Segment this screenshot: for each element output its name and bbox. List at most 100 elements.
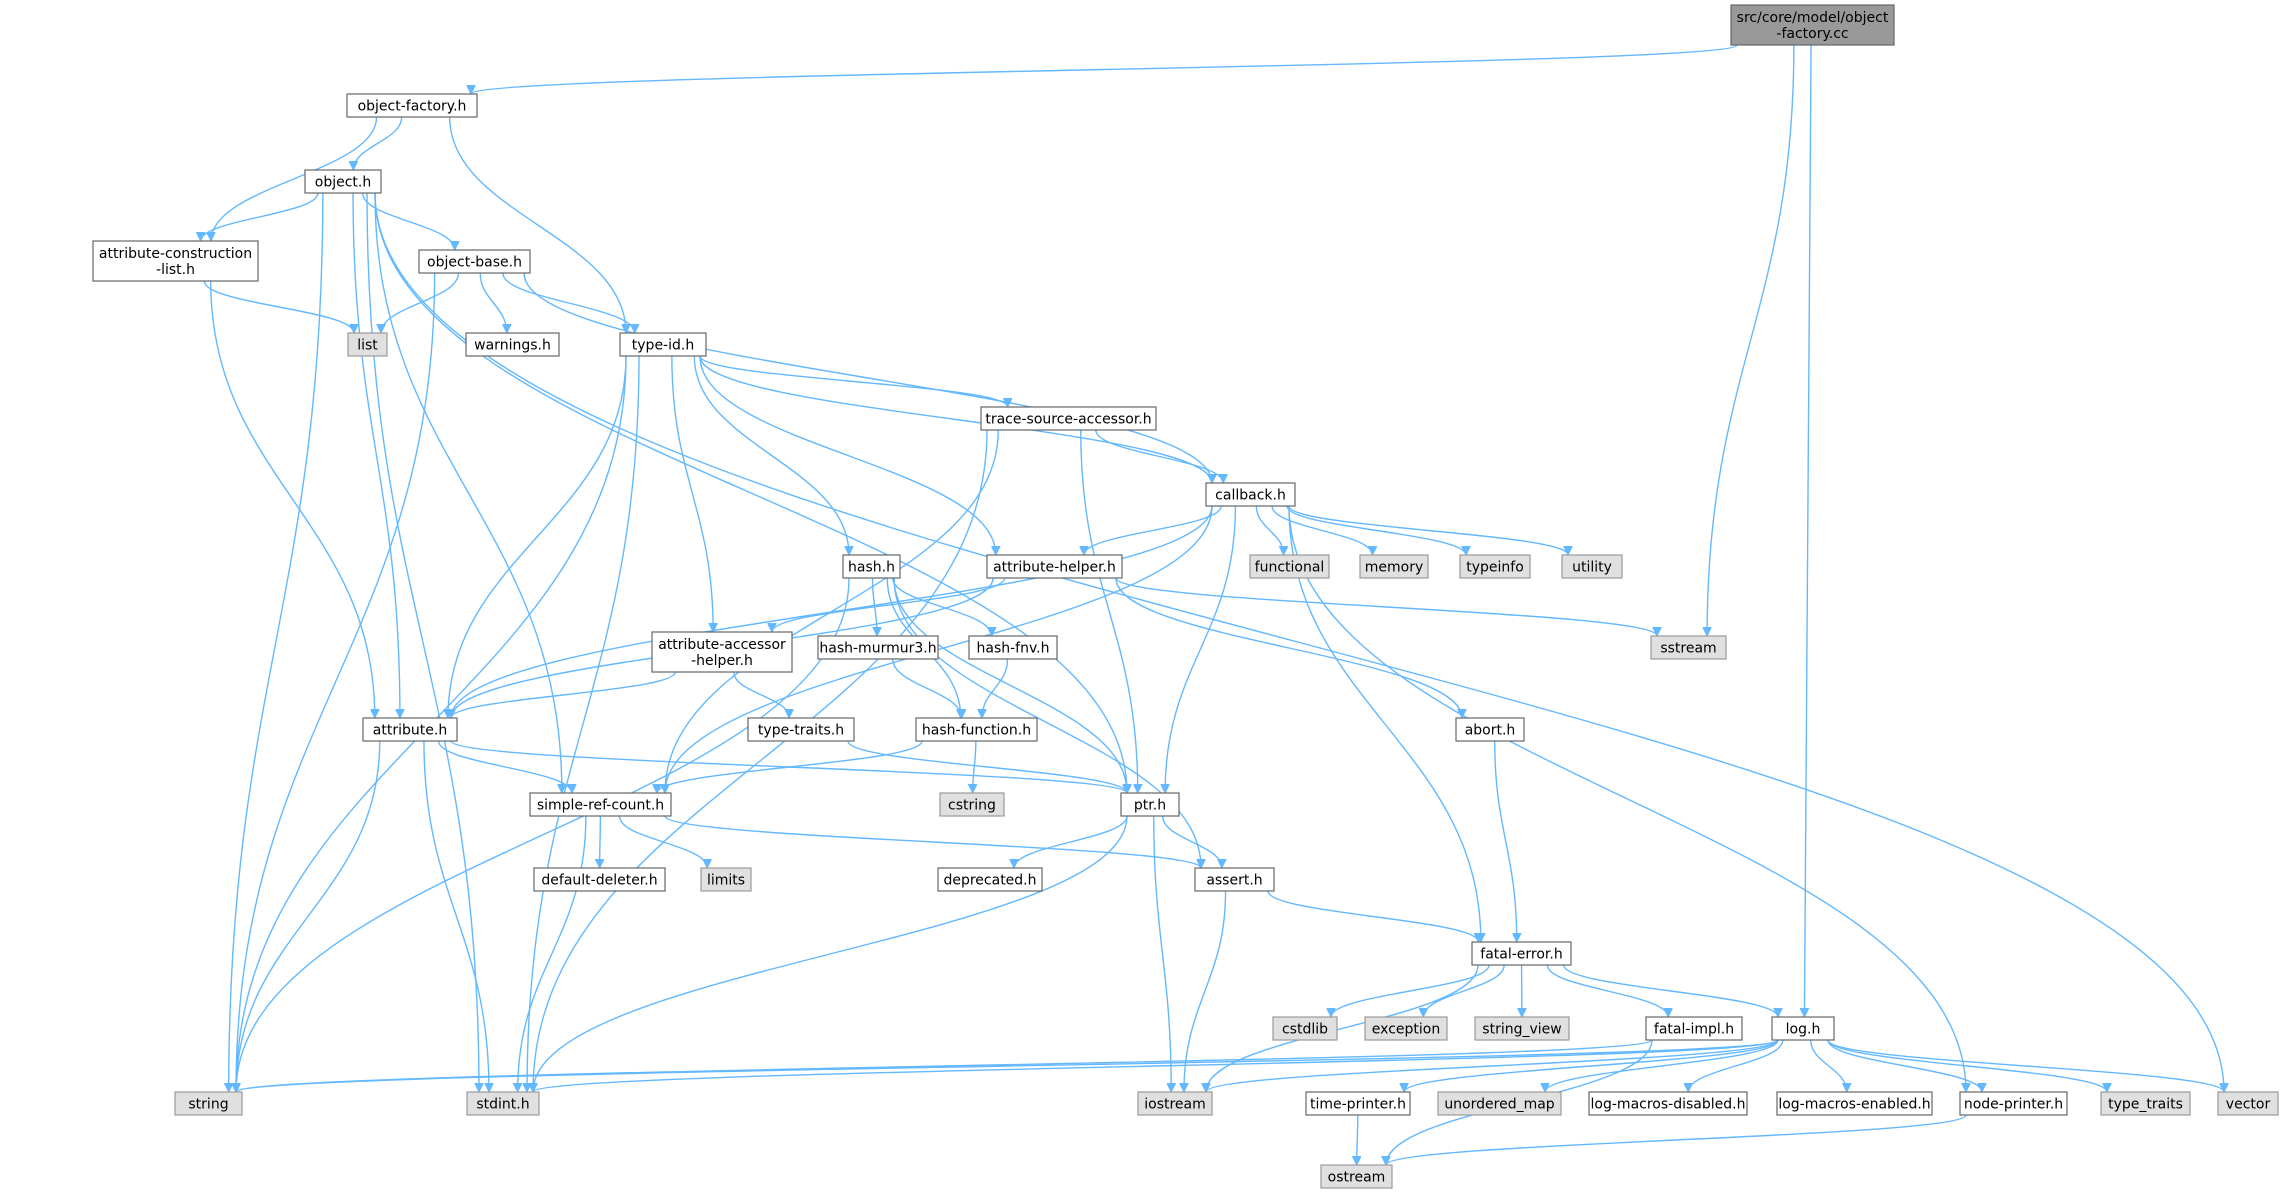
edge-callback-h-to-utility: [1288, 505, 1568, 556]
edge-simple-ref-count-h-to-stdint-h: [518, 815, 587, 1092]
node-typeinfo: typeinfo: [1459, 554, 1531, 579]
edge-callback-h-to-ptr-h: [1165, 505, 1237, 793]
edge-attribute-h-to-simple-ref-count-h: [437, 740, 572, 794]
node-label: type-traits.h: [758, 723, 844, 739]
node-string_view: string_view: [1474, 1016, 1570, 1041]
node-log-h[interactable]: log.h: [1771, 1016, 1835, 1041]
node-box: [968, 635, 1058, 660]
node-label: iostream: [1144, 1097, 1206, 1113]
edge-node-printer-h-to-ostream: [1386, 1114, 1967, 1166]
edge-hash-h-to-string: [236, 577, 850, 1092]
node-trace-source-accessor-h[interactable]: trace-source-accessor.h: [980, 406, 1157, 431]
node-box: [304, 169, 382, 194]
node-label: fatal-error.h: [1480, 947, 1562, 963]
edge-hash-function-h-to-simple-ref-count-h: [657, 740, 923, 794]
node-warnings-h[interactable]: warnings.h: [465, 332, 560, 357]
edge-root-to-sstream: [1707, 44, 1795, 636]
edge-fatal-impl-h-to-string: [236, 1039, 1653, 1093]
edge-object-base-h-to-warnings-h: [479, 272, 507, 333]
node-box: [1320, 1164, 1393, 1189]
edge-attribute-accessor-helper-h-to-type-traits-h: [733, 671, 789, 719]
node-fatal-error-h[interactable]: fatal-error.h: [1471, 941, 1572, 966]
node-label: unordered_map: [1444, 1097, 1554, 1113]
node-deprecated-h[interactable]: deprecated.h: [937, 867, 1043, 892]
edge-root-to-object-factory-h: [471, 44, 1738, 95]
node-box: [174, 1091, 243, 1116]
node-label: attribute.h: [373, 723, 447, 739]
edge-type-id-h-to-stdint-h: [527, 355, 640, 1092]
node-simple-ref-count-h[interactable]: simple-ref-count.h: [529, 792, 672, 817]
node-layer: src/core/model/object-factory.cc object-f…: [92, 4, 2279, 1189]
node-label: sstream: [1660, 641, 1716, 657]
edge-layer: [201, 44, 2224, 1166]
node-box: [1588, 1091, 1748, 1116]
node-attribute-accessor-helper-h[interactable]: attribute-accessor-helper.h: [651, 631, 793, 673]
node-object-h[interactable]: object.h: [304, 169, 382, 194]
node-time-printer-h[interactable]: time-printer.h: [1305, 1091, 1411, 1116]
node-label: assert.h: [1206, 873, 1262, 889]
edge-log-h-to-unordered_map: [1545, 1039, 1779, 1093]
node-type-traits-h[interactable]: type-traits.h: [747, 717, 855, 742]
node-box: [1455, 717, 1525, 742]
node-log-macros-enabled-h[interactable]: log-macros-enabled.h: [1776, 1091, 1933, 1116]
node-node-printer-h[interactable]: node-printer.h: [1959, 1091, 2068, 1116]
edge-log-h-to-log-macros-enabled-h: [1810, 1039, 1847, 1093]
edge-type-id-h-to-hash-h: [693, 355, 849, 555]
node-box: [1474, 1016, 1570, 1041]
node-root[interactable]: src/core/model/object-factory.cc: [1730, 4, 1895, 46]
node-label: hash-function.h: [922, 723, 1031, 739]
edge-object-factory-h-to-object-h: [353, 116, 403, 171]
edge-fatal-error-h-to-log-h: [1563, 964, 1778, 1018]
node-label: list: [357, 338, 378, 354]
node-assert-h[interactable]: assert.h: [1194, 867, 1275, 892]
edge-simple-ref-count-h-to-default-deleter-h: [600, 815, 601, 868]
node-box: [1120, 792, 1180, 817]
node-ptr-h[interactable]: ptr.h: [1120, 792, 1180, 817]
edge-object-factory-h-to-attribute-construction-list-h: [211, 116, 378, 241]
node-label: log.h: [1786, 1022, 1821, 1038]
node-box: [700, 867, 752, 892]
node-object-base-h[interactable]: object-base.h: [418, 249, 531, 274]
node-fatal-impl-h[interactable]: fatal-impl.h: [1645, 1016, 1743, 1041]
edge-fatal-error-h-to-exception: [1423, 964, 1505, 1018]
node-attribute-helper-h[interactable]: attribute-helper.h: [986, 554, 1123, 579]
node-box: [1194, 867, 1275, 892]
edge-attribute-h-to-stdint-h: [423, 740, 489, 1092]
node-box: [1776, 1091, 1933, 1116]
edge-trace-source-accessor-h-to-callback-h: [1095, 429, 1223, 484]
node-box: [1137, 1091, 1213, 1116]
edge-fatal-error-h-to-iostream: [1206, 964, 1479, 1092]
node-attribute-construction-list-h[interactable]: attribute-construction-list.h: [92, 240, 259, 282]
node-box: [915, 717, 1038, 742]
node-label: -helper.h: [691, 653, 753, 669]
node-default-deleter-h[interactable]: default-deleter.h: [533, 867, 666, 892]
node-log-macros-disabled-h[interactable]: log-macros-disabled.h: [1588, 1091, 1748, 1116]
edge-object-h-to-simple-ref-count-h: [374, 192, 562, 793]
node-list: list: [347, 332, 388, 357]
node-box: [1437, 1091, 1562, 1116]
node-label: fatal-impl.h: [1654, 1022, 1734, 1038]
edge-object-base-h-to-type-id-h: [502, 272, 635, 334]
node-type-id-h[interactable]: type-id.h: [619, 332, 707, 357]
edge-log-h-to-stdint-h: [533, 1039, 1779, 1093]
node-box: [529, 792, 672, 817]
node-attribute-h[interactable]: attribute.h: [362, 717, 458, 742]
node-hash-h[interactable]: hash.h: [842, 554, 901, 579]
node-label: string: [188, 1097, 228, 1113]
node-label: cstring: [948, 798, 996, 814]
node-box: [1959, 1091, 2068, 1116]
edge-callback-h-to-fatal-error-h: [1288, 505, 1481, 942]
edge-attribute-construction-list-h-to-list: [203, 280, 354, 334]
node-hash-fnv-h[interactable]: hash-fnv.h: [968, 635, 1058, 660]
node-object-factory-h[interactable]: object-factory.h: [346, 93, 478, 118]
node-utility: utility: [1561, 554, 1623, 579]
edge-callback-h-to-functional: [1255, 505, 1283, 556]
node-hash-function-h[interactable]: hash-function.h: [915, 717, 1038, 742]
node-label: callback.h: [1215, 488, 1286, 504]
node-memory: memory: [1359, 554, 1429, 579]
node-hash-murmur3-h[interactable]: hash-murmur3.h: [817, 635, 939, 660]
edge-root-to-log-h: [1804, 44, 1812, 1017]
node-callback-h[interactable]: callback.h: [1205, 482, 1296, 507]
node-abort-h[interactable]: abort.h: [1455, 717, 1525, 742]
node-label: limits: [707, 873, 745, 889]
